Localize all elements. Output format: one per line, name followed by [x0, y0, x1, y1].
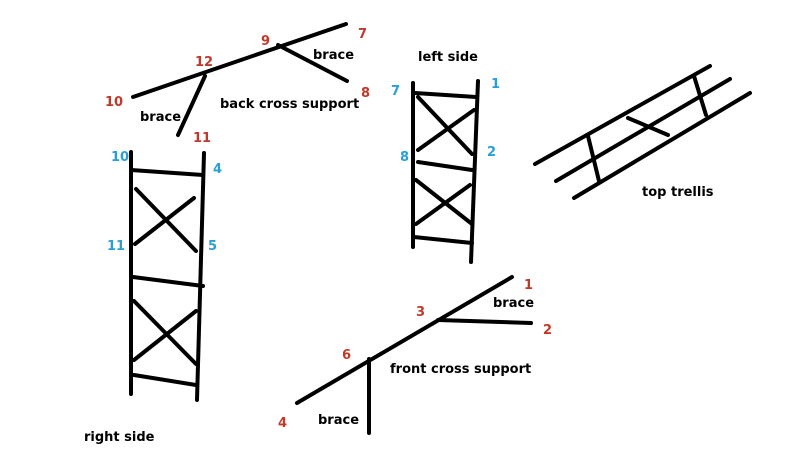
right-side-post-right — [195, 151, 206, 402]
trellis-rail-2 — [554, 77, 732, 183]
left-side-frame — [411, 79, 480, 264]
back-brace-right — [276, 43, 349, 83]
front-number-6: 6 — [342, 348, 351, 363]
back-cross-support-label: back cross support — [220, 97, 359, 112]
back-cross-support — [131, 22, 349, 137]
front-brace-left-label: brace — [318, 413, 359, 428]
left-side-post-right — [469, 79, 480, 264]
right-side-x-b — [133, 196, 196, 246]
front-number-1: 1 — [524, 278, 533, 293]
left-side-x-a — [416, 95, 474, 156]
back-number-7: 7 — [358, 27, 367, 42]
back-number-10: 10 — [105, 95, 123, 110]
right-side-number-11: 11 — [107, 239, 125, 254]
back-brace-right-label: brace — [313, 48, 354, 63]
trellis-cross-1 — [586, 134, 601, 183]
back-number-12: 12 — [195, 55, 213, 70]
left-side-number-8: 8 — [400, 150, 409, 165]
right-side-number-4: 4 — [213, 162, 222, 177]
trellis-cross-3 — [692, 74, 708, 117]
left-side-number-2: 2 — [487, 145, 496, 160]
left-side-number-1: 1 — [491, 77, 500, 92]
left-side-rail-top — [413, 91, 478, 99]
front-number-4: 4 — [278, 416, 287, 431]
back-cross-beam — [131, 22, 348, 99]
front-brace-right-label: brace — [493, 296, 534, 311]
left-side-rail-bottom — [412, 235, 474, 245]
right-side-number-5: 5 — [208, 239, 217, 254]
right-side-frame — [129, 150, 206, 402]
right-side-label: right side — [84, 430, 155, 445]
left-side-x-d — [414, 183, 472, 226]
left-side-label: left side — [418, 50, 478, 65]
right-side-rail-top — [129, 168, 205, 177]
right-side-rail-mid — [131, 275, 205, 288]
left-side-number-7: 7 — [391, 84, 400, 99]
front-cross-beam — [295, 275, 514, 405]
right-side-x-d — [132, 309, 198, 362]
left-side-x-b — [416, 108, 476, 152]
back-number-9: 9 — [261, 34, 270, 49]
front-number-2: 2 — [543, 323, 552, 338]
trellis-rail-1 — [533, 64, 712, 166]
trellis-rail-3 — [572, 91, 752, 200]
back-number-8: 8 — [361, 86, 370, 101]
front-cross-support-label: front cross support — [390, 362, 531, 377]
front-brace-right — [436, 318, 533, 325]
front-cross-support — [295, 275, 533, 435]
top-trellis — [533, 64, 752, 200]
front-number-3: 3 — [416, 305, 425, 320]
back-brace-left-label: brace — [140, 110, 181, 125]
right-side-number-10: 10 — [111, 150, 129, 165]
back-brace-left — [176, 74, 207, 137]
trellis-cross-2 — [626, 116, 670, 137]
top-trellis-label: top trellis — [642, 185, 714, 200]
right-side-x-c — [132, 299, 198, 366]
back-number-11: 11 — [193, 131, 211, 146]
right-side-rail-bottom — [132, 373, 198, 387]
left-side-rail-mid — [416, 160, 474, 172]
